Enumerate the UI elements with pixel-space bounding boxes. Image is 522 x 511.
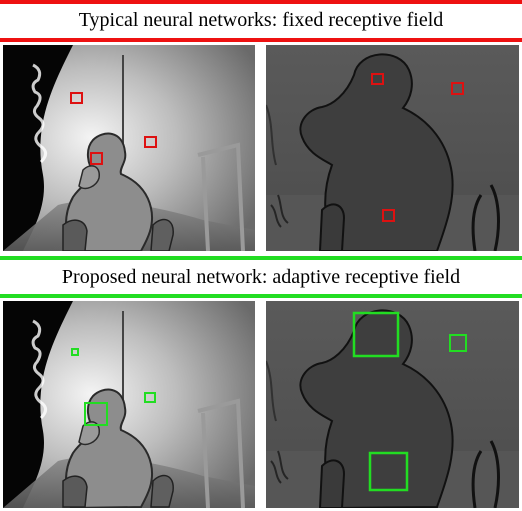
receptive-field-box — [382, 209, 395, 222]
adaptive-field-box — [352, 311, 400, 358]
depth-image-bottom-left — [3, 301, 255, 508]
top-red-rule-upper — [0, 0, 522, 4]
receptive-field-box — [144, 136, 157, 148]
bottom-green-rule-lower — [0, 294, 522, 298]
receptive-field-box — [451, 82, 464, 95]
adaptive-field-box — [449, 334, 467, 352]
adaptive-field-box — [368, 451, 409, 492]
top-caption: Typical neural networks: fixed receptive… — [78, 9, 444, 31]
receptive-field-box — [70, 92, 83, 104]
bottom-caption: Proposed neural network: adaptive recept… — [61, 266, 461, 288]
bottom-green-rule-upper — [0, 256, 522, 260]
receptive-field-box — [371, 73, 384, 85]
top-red-rule-lower — [0, 38, 522, 42]
depth-image-top-left — [3, 45, 255, 251]
adaptive-field-box — [144, 392, 156, 403]
adaptive-field-box — [71, 348, 79, 356]
depth-image-top-right — [266, 45, 519, 251]
receptive-field-box — [90, 152, 103, 165]
depth-image-bottom-right — [266, 301, 519, 508]
adaptive-field-box — [84, 402, 108, 426]
